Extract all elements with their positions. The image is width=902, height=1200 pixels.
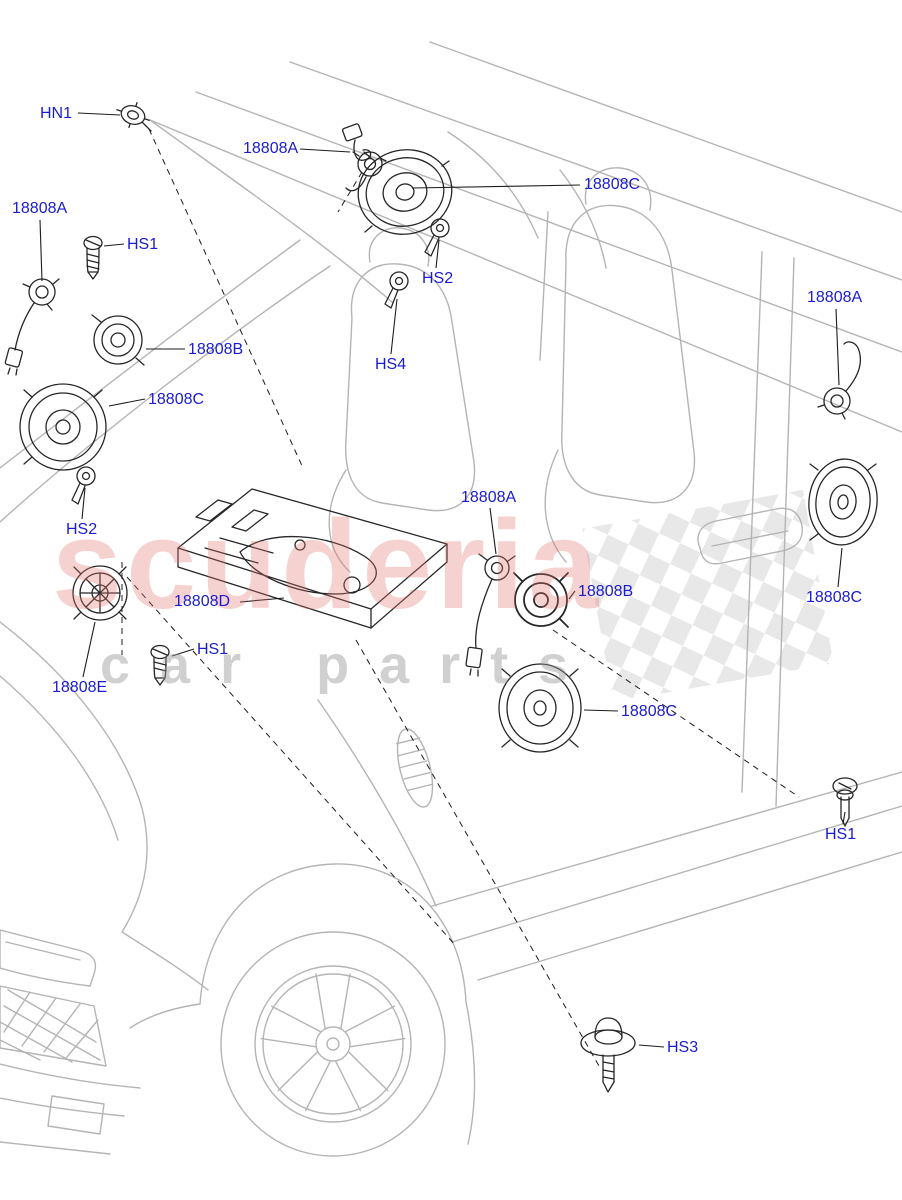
parts-art	[4, 101, 878, 1093]
pin-hs4	[384, 271, 409, 309]
part-label-18808b-center[interactable]: 18808B	[578, 583, 634, 600]
speaker-18808b-left	[91, 314, 145, 366]
speaker-18808c-bottom	[498, 663, 582, 753]
part-label-hs1-right[interactable]: HS1	[825, 826, 857, 843]
part-label-18808d[interactable]: 18808D	[174, 593, 231, 610]
part-label-hn1[interactable]: HN1	[40, 105, 73, 122]
part-label-18808a-left[interactable]: 18808A	[12, 200, 68, 217]
part-label-18808b-left[interactable]: 18808B	[188, 341, 244, 358]
part-label-hs3[interactable]: HS3	[667, 1039, 699, 1056]
tweeter-18808a-left	[4, 278, 60, 376]
speaker-18808c-top	[357, 149, 453, 235]
rivet-hs1-right	[832, 777, 858, 827]
part-label-18808a-top[interactable]: 18808A	[243, 140, 299, 157]
speaker-18808b-center	[513, 572, 569, 628]
screw-hs1-upper-left	[83, 235, 103, 280]
part-label-18808c-top-right[interactable]: 18808C	[584, 176, 641, 193]
speaker-18808c-left	[19, 383, 107, 471]
part-label-hs2-left[interactable]: HS2	[66, 521, 98, 538]
leader-lines	[39, 112, 846, 1048]
pin-hs2-upper	[424, 218, 450, 257]
part-label-18808a-center[interactable]: 18808A	[461, 489, 517, 506]
amplifier-18808d	[177, 488, 448, 629]
screw-hs1-mid	[150, 644, 170, 686]
speaker-18808c-right	[808, 458, 878, 546]
checkered-flag-watermark	[582, 489, 834, 703]
part-label-hs1-upper-left[interactable]: HS1	[127, 236, 159, 253]
pin-hs2-left	[71, 466, 96, 505]
bracket-18808a-right	[817, 341, 861, 420]
part-label-18808c-right[interactable]: 18808C	[806, 589, 863, 606]
tweeter-18808a-center	[465, 553, 516, 677]
screw-hs3	[580, 1017, 636, 1093]
part-label-18808a-right[interactable]: 18808A	[807, 289, 863, 306]
tweeter-18808a-top	[342, 123, 387, 192]
part-label-hs1-mid[interactable]: HS1	[197, 641, 229, 658]
part-label-18808c-left[interactable]: 18808C	[148, 391, 205, 408]
part-label-hs4[interactable]: HS4	[375, 356, 407, 373]
part-label-18808e[interactable]: 18808E	[52, 679, 108, 696]
part-label-hs2-upper[interactable]: HS2	[422, 270, 454, 287]
car-outline	[0, 41, 902, 1157]
clip-hn1	[116, 101, 152, 132]
part-label-18808c-bottom[interactable]: 18808C	[621, 703, 678, 720]
speaker-18808e	[72, 565, 128, 621]
